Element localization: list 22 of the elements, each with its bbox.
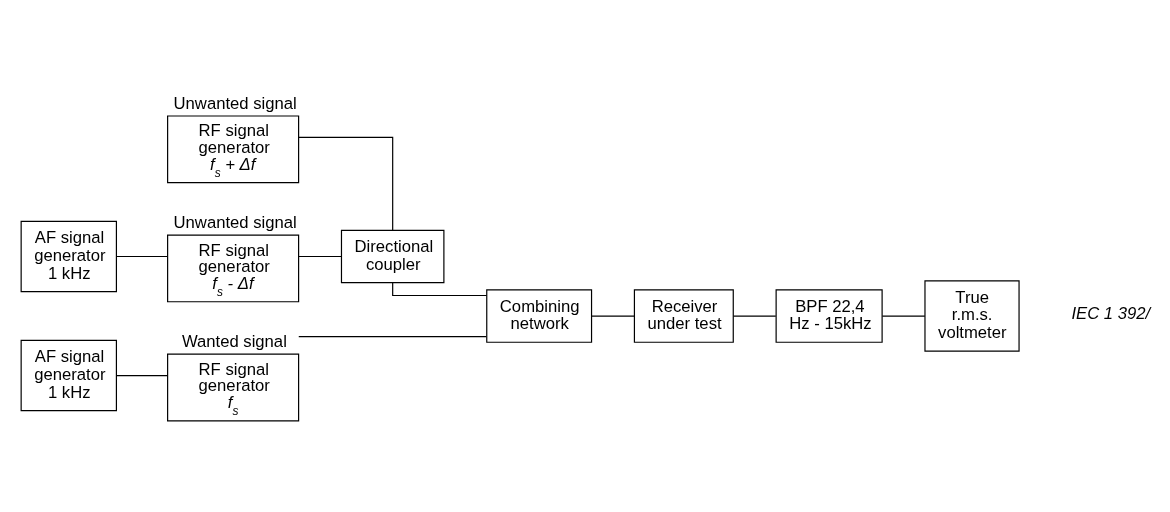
node-box: AF signal generator 1 kHz xyxy=(20,339,117,411)
connector xyxy=(591,314,635,317)
connector xyxy=(116,374,168,376)
connector xyxy=(881,314,926,317)
node-box: RF signal generator f$_{s}$ xyxy=(167,353,300,421)
node-box: Combining network xyxy=(486,288,593,343)
connector xyxy=(298,136,394,231)
node-box: Receiver under test xyxy=(633,288,734,343)
node-label: Unwanted signal xyxy=(173,212,297,232)
node-box: Directional coupler xyxy=(340,229,445,283)
connector xyxy=(298,335,487,337)
node-label: Wanted signal xyxy=(181,331,287,351)
connector xyxy=(732,314,777,317)
node-box: RF signal generator f$_{s}$ - Δf xyxy=(167,233,300,302)
node-box: BPF 22,4 Hz - 15kHz xyxy=(775,288,883,343)
node-box: True r.m.s. voltmeter xyxy=(924,279,1020,352)
connector xyxy=(116,255,168,257)
node-label: Unwanted signal xyxy=(173,93,297,113)
node-box: RF signal generator f$_{s}$ + Δf xyxy=(167,114,300,183)
node-box: AF signal generator 1 kHz xyxy=(20,220,117,292)
connector xyxy=(298,255,342,257)
label: IEC 1 392/ xyxy=(1071,303,1151,323)
